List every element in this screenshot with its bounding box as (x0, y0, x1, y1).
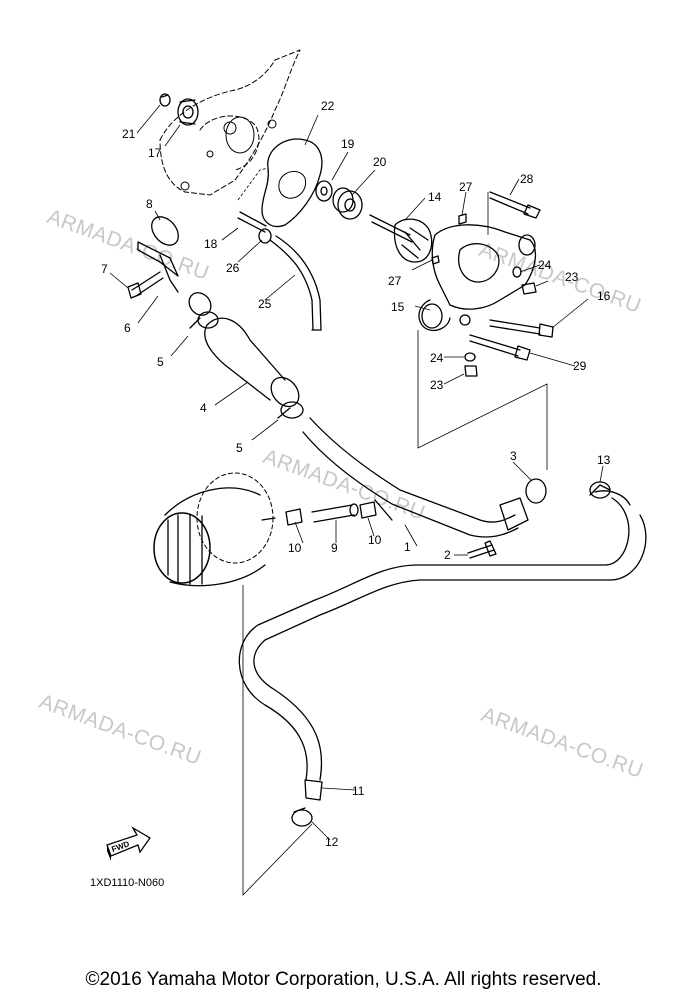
crankcase-cover-bolts (180, 116, 277, 191)
callout-17: 17 (148, 146, 162, 160)
callout-24b: 24 (430, 351, 444, 365)
callout-27b: 27 (388, 274, 402, 288)
callout-6: 6 (124, 321, 131, 335)
hose-4 (204, 317, 300, 408)
callout-19: 19 (341, 137, 355, 151)
oil-seal-19 (315, 180, 333, 202)
washer-24-upper (512, 266, 522, 278)
bracket-6 (137, 241, 179, 293)
crankcase-cover (159, 49, 301, 196)
callout-5b: 5 (236, 441, 243, 455)
dowel-27-upper (458, 213, 467, 225)
clamp-13 (589, 481, 611, 499)
bolt-28 (489, 191, 541, 219)
callout-2: 2 (444, 548, 451, 562)
gasket-22 (261, 138, 323, 228)
callout-labels: 1 2 3 4 5 5 6 7 8 9 10 10 11 12 13 14 15… (101, 99, 611, 849)
callout-12: 12 (325, 835, 339, 849)
callout-24a: 24 (538, 258, 552, 272)
bolt-2 (467, 540, 497, 559)
bolt-7 (127, 271, 164, 299)
washer-24-lower (464, 352, 476, 362)
callout-3: 3 (510, 449, 517, 463)
callout-11: 11 (352, 784, 365, 798)
callout-5a: 5 (157, 355, 164, 369)
bolt-16 (489, 319, 554, 338)
callout-15: 15 (391, 300, 405, 314)
callout-28: 28 (520, 172, 534, 186)
mechanical-seal-20 (332, 187, 363, 220)
clamp-12 (291, 807, 313, 827)
clamp-5-upper (189, 311, 219, 329)
callout-10a: 10 (288, 541, 302, 555)
callout-21: 21 (122, 127, 136, 141)
elbow-fitting (188, 292, 212, 316)
fitting-10-left (285, 508, 303, 526)
pipe-1 (302, 417, 529, 538)
hose-11 (238, 490, 647, 781)
callout-16: 16 (597, 289, 611, 303)
clamp-5-lower (277, 401, 304, 419)
callout-26: 26 (226, 261, 240, 275)
callout-9: 9 (331, 541, 338, 555)
callout-20: 20 (373, 155, 387, 169)
bearing-17 (177, 98, 199, 126)
pipe-18 (237, 211, 267, 233)
callout-8: 8 (146, 197, 153, 211)
callout-27a: 27 (459, 180, 473, 194)
callout-23b: 23 (430, 378, 444, 392)
bolt-23-upper (521, 282, 537, 295)
impeller-14 (369, 214, 433, 263)
bolt-29 (469, 334, 531, 361)
bolt-23-lower (464, 365, 478, 377)
diagram-code: 1XD1110-N060 (90, 877, 165, 889)
callout-7: 7 (101, 262, 108, 276)
hose-11-end (304, 779, 323, 801)
pump-housing-15 (418, 224, 537, 332)
callout-14: 14 (428, 190, 442, 204)
callout-18: 18 (204, 237, 218, 251)
callout-22: 22 (321, 99, 335, 113)
clamp-26 (258, 228, 272, 244)
forward-arrow-icon: FWD (106, 826, 151, 861)
dowel-27-lower (431, 255, 440, 265)
callout-25: 25 (258, 297, 272, 311)
pipe-9 (311, 503, 359, 523)
o-ring-8 (151, 216, 179, 246)
circlip-21 (159, 93, 171, 107)
callout-23a: 23 (565, 270, 579, 284)
fitting-10-right (359, 501, 377, 519)
callout-10b: 10 (368, 533, 382, 547)
callout-4: 4 (200, 401, 207, 415)
o-ring-3 (525, 478, 547, 504)
callout-1: 1 (404, 540, 411, 554)
leader-lines (109, 104, 604, 896)
copyright: ©2016 Yamaha Motor Corporation, U.S.A. A… (85, 969, 602, 990)
callout-13: 13 (597, 453, 611, 467)
callout-29: 29 (573, 359, 587, 373)
oil-cooler (153, 472, 276, 587)
hose-25 (269, 235, 322, 331)
